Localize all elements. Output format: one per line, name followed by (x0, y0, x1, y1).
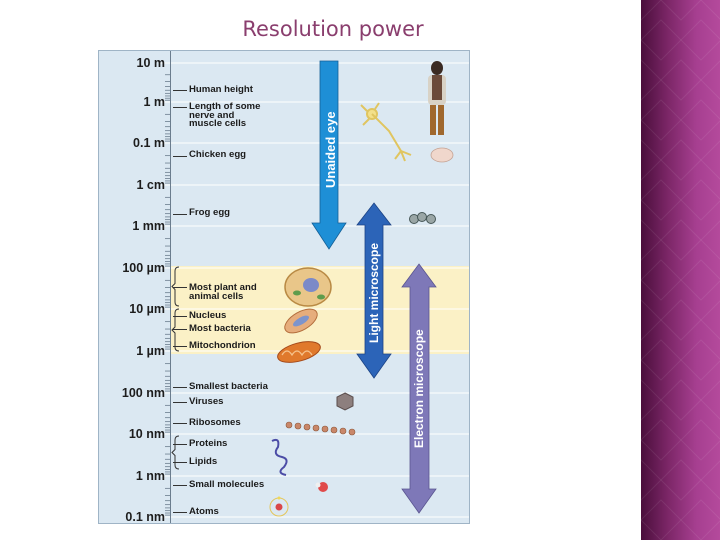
plant-cell-icon (284, 267, 332, 307)
resolution-scale-figure: 10 m 1 m 0.1 m 1 cm 1 mm 100 µm 10 µm 1 µm 100 n… (98, 50, 470, 524)
object-leader-line (173, 444, 187, 445)
group-bracket (171, 266, 180, 307)
object-label: Proteins (189, 438, 228, 449)
scale-label: 0.1 m (133, 136, 165, 150)
human-figure-icon (428, 61, 446, 135)
mitochondrion-icon (277, 341, 321, 363)
protein-icon (271, 438, 288, 476)
diamond-pattern-icon (641, 0, 720, 540)
object-leader-line (173, 485, 187, 486)
object-label: Lipids (189, 456, 218, 467)
object-label: Human height (189, 84, 253, 95)
scale-label: 10 µm (129, 302, 165, 316)
object-leader-line (173, 329, 187, 330)
object-leader-line (173, 287, 187, 288)
chicken-egg-icon (430, 147, 454, 163)
object-leader-line (173, 402, 187, 403)
group-bracket (171, 308, 180, 352)
ribosome-chain-icon (285, 421, 356, 436)
object-label: Chicken egg (189, 149, 247, 160)
scale-label: 1 cm (136, 178, 166, 192)
object-leader-line (173, 346, 187, 347)
slide-title: Resolution power (242, 17, 424, 41)
scale-label: 1 m (143, 95, 165, 109)
nerve-cell-icon (360, 102, 412, 162)
object-leader-line (173, 316, 187, 317)
object-label: Length of some nerve and muscle cells (189, 101, 261, 129)
object-leader-line (173, 156, 187, 157)
object-leader-line (173, 462, 187, 463)
group-bracket (171, 435, 180, 470)
object-label: Mitochondrion (189, 340, 256, 351)
object-label: Frog egg (189, 207, 231, 218)
object-label: Most bacteria (189, 323, 251, 334)
scale-rail (170, 51, 171, 523)
object-leader-line (173, 512, 187, 513)
object-label: Ribosomes (189, 417, 241, 428)
scale-label: 10 m (136, 56, 166, 70)
object-label: Viruses (189, 396, 224, 407)
object-label: Smallest bacteria (189, 381, 268, 392)
bacterium-icon (284, 308, 318, 334)
object-label: Small molecules (189, 479, 265, 490)
scale-label: 1 µm (136, 344, 165, 358)
scale-label: 100 nm (121, 386, 165, 400)
object-leader-line (173, 90, 187, 91)
object-leader-line (173, 107, 187, 108)
object-leader-line (173, 387, 187, 388)
decorative-side-panel (641, 0, 720, 540)
atom-icon (269, 496, 289, 517)
object-label: Atoms (189, 506, 219, 517)
unaided-eye-arrow (311, 60, 347, 250)
small-molecule-icon (315, 482, 328, 492)
object-leader-line (173, 423, 187, 424)
object-leader-line (173, 214, 187, 215)
object-label: Nucleus (189, 310, 227, 321)
virus-icon (336, 392, 354, 411)
scale-label: 100 µm (122, 261, 165, 275)
scale-label: 1 nm (135, 469, 165, 483)
scale-label: 10 nm (128, 427, 165, 441)
electron-microscope-arrow (401, 263, 437, 514)
illustrations (269, 61, 454, 517)
scale-label: 0.1 nm (125, 510, 165, 524)
light-microscope-arrow (356, 202, 392, 379)
range-arrows (171, 60, 437, 514)
object-label: Most plant and animal cells (189, 282, 257, 302)
frog-eggs-icon (409, 212, 436, 224)
scale-label: 1 mm (132, 219, 165, 233)
